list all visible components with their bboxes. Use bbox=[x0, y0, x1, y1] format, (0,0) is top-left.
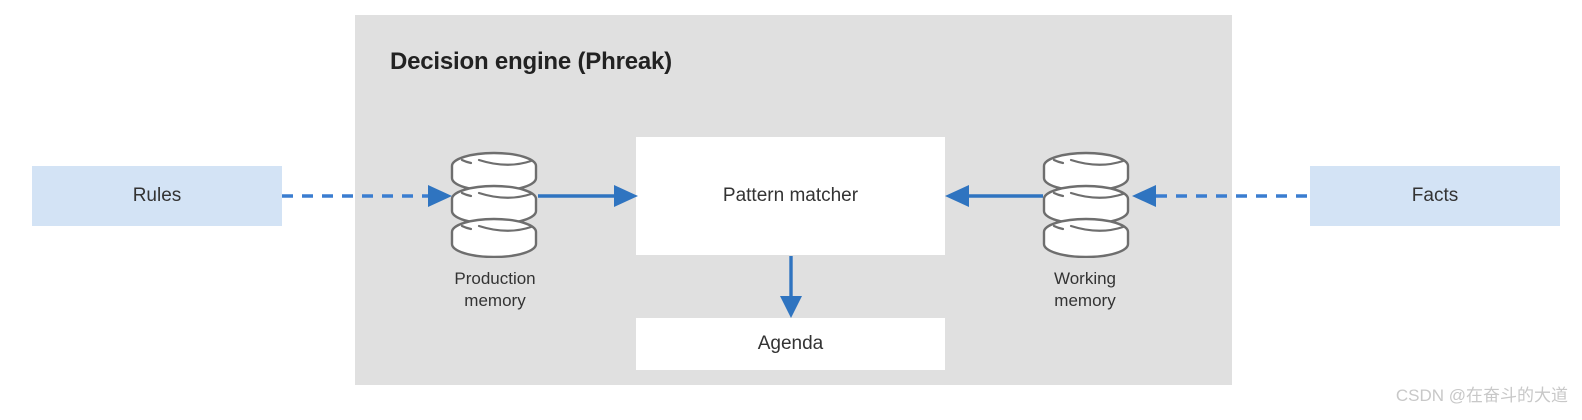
connector-pattern-matcher-to-agenda bbox=[775, 256, 807, 323]
working-memory-label-line2: memory bbox=[1054, 291, 1116, 311]
working-memory-caption: Working memory bbox=[985, 268, 1185, 313]
facts-box: Facts bbox=[1310, 166, 1560, 226]
production-memory-caption: Production memory bbox=[395, 268, 595, 313]
connector-facts-to-working-memory bbox=[1132, 180, 1312, 217]
connector-production-memory-to-pattern-matcher bbox=[538, 180, 638, 217]
agenda-box: Agenda bbox=[636, 318, 945, 370]
connector-working-memory-to-pattern-matcher bbox=[945, 180, 1043, 217]
rules-box: Rules bbox=[32, 166, 282, 226]
agenda-label: Agenda bbox=[757, 333, 824, 354]
production-memory-label-line1: Production bbox=[454, 269, 536, 288]
rules-label: Rules bbox=[132, 185, 182, 206]
database-cylinder-icon bbox=[448, 140, 540, 263]
decision-engine-title: Decision engine (Phreak) bbox=[390, 48, 672, 75]
working-memory-label-line1: Working bbox=[1053, 269, 1117, 288]
watermark: CSDN @在奋斗的大道 bbox=[1395, 386, 1568, 405]
database-cylinder-icon bbox=[1040, 140, 1132, 263]
connector-rules-to-production-memory bbox=[282, 180, 452, 217]
facts-label: Facts bbox=[1411, 185, 1459, 206]
production-memory-label-line2: memory bbox=[464, 291, 526, 311]
pattern-matcher-box: Pattern matcher bbox=[636, 137, 945, 255]
pattern-matcher-label: Pattern matcher bbox=[722, 185, 859, 206]
